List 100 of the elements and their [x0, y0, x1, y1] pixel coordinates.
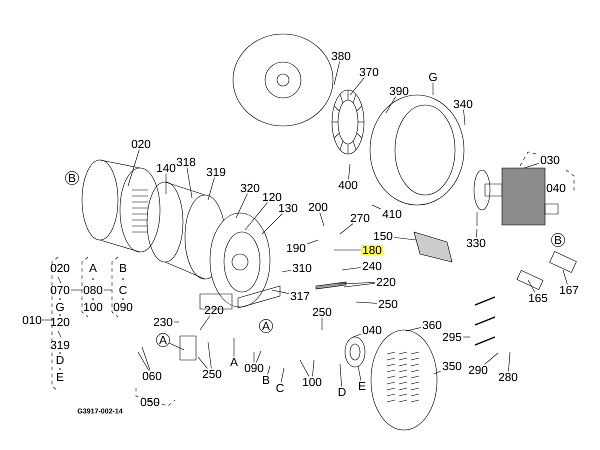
callout-number: 167	[560, 286, 578, 294]
callout-number: 250	[202, 370, 222, 378]
leader-line	[484, 352, 498, 365]
leader-line	[186, 167, 192, 198]
callout-number: B	[263, 376, 270, 384]
callout-number: A	[230, 358, 238, 366]
callout-number: 250	[378, 300, 398, 308]
circled-letter: B	[551, 233, 565, 247]
leader-line	[262, 213, 283, 234]
leader-line	[319, 212, 324, 226]
leader-line	[138, 352, 150, 371]
callout-number: 250	[312, 308, 332, 316]
leader-line	[256, 350, 262, 363]
callout-number: 130	[279, 204, 298, 212]
leader-line	[272, 290, 290, 294]
part-number: 319	[50, 340, 70, 350]
leader-line	[406, 327, 422, 332]
leader-line	[358, 366, 362, 381]
leader-line	[306, 240, 318, 244]
leader-line	[280, 368, 284, 383]
leader-line	[562, 270, 568, 285]
callout-number: 100	[303, 378, 322, 386]
part-number: 090	[114, 302, 132, 312]
part-number: G	[56, 302, 64, 312]
callout-number: 320	[240, 184, 260, 192]
callout-number: 340	[454, 100, 472, 108]
part-number: 100	[84, 302, 102, 312]
callout-number: 317	[290, 292, 310, 300]
leader-line	[168, 342, 184, 350]
leader-line	[434, 370, 442, 374]
leader-line	[528, 280, 536, 293]
callout-number: 220	[204, 306, 224, 314]
callout-number: 230	[154, 318, 172, 326]
callout-number: 150	[374, 232, 392, 240]
callout-number: 360	[422, 320, 442, 330]
leader-line	[128, 149, 140, 186]
callout-number: 400	[338, 180, 358, 190]
leader-line	[463, 109, 466, 126]
leader-line	[198, 356, 208, 369]
callout-number: 390	[390, 86, 408, 96]
part-number: 010	[22, 316, 42, 324]
part-number: D	[56, 356, 64, 364]
circled-letter: A	[156, 333, 170, 347]
leader-line	[282, 270, 292, 272]
callout-number: 410	[382, 210, 402, 218]
callout-number: E	[359, 382, 366, 390]
callout-number: 290	[468, 366, 488, 374]
leader-line	[352, 334, 362, 338]
leader-line	[340, 223, 354, 234]
callout-number: G	[429, 72, 437, 82]
leader-line	[300, 360, 310, 377]
callout-number: 030	[540, 156, 560, 164]
circled-letter: A	[259, 319, 273, 333]
callout-number: 180	[361, 244, 383, 256]
leader-line	[342, 267, 362, 270]
leader-line	[508, 352, 510, 372]
leader-line	[350, 77, 365, 96]
callout-number: 165	[529, 294, 548, 302]
part-number: B	[120, 264, 126, 272]
part-number: A	[89, 264, 97, 272]
leader-line	[312, 360, 314, 377]
callout-number: 200	[308, 202, 328, 212]
callout-number: 370	[360, 68, 378, 76]
callout-number: 280	[498, 372, 518, 382]
leader-line	[334, 61, 340, 86]
callout-number: C	[276, 384, 284, 392]
leader-line	[348, 164, 350, 180]
leader-line	[386, 96, 396, 114]
callout-number: 040	[362, 326, 382, 334]
circled-letter: B	[65, 171, 79, 185]
leader-line	[394, 237, 416, 240]
callout-number: 318	[176, 158, 196, 166]
callout-number: 240	[362, 262, 382, 270]
callout-number: 220	[376, 278, 396, 286]
callout-number: 020	[132, 140, 150, 148]
part-number: 020	[50, 264, 70, 272]
callout-number: 190	[287, 244, 306, 252]
callout-number: 330	[466, 238, 486, 248]
leader-line	[236, 193, 248, 218]
callout-number: 350	[442, 362, 462, 370]
part-number: 070	[50, 286, 70, 294]
leader-line	[208, 342, 212, 369]
leader-line	[340, 364, 342, 387]
callout-number: 050	[140, 398, 160, 406]
leader-line	[142, 346, 150, 371]
callout-number: 270	[350, 214, 370, 222]
leader-line	[244, 202, 268, 230]
callout-number: 120	[263, 192, 282, 202]
leader-line	[476, 228, 478, 238]
part-number: E	[57, 372, 64, 382]
leader-line	[432, 82, 434, 96]
leader-line	[267, 366, 270, 375]
callout-number: 295	[442, 332, 462, 342]
leader-line	[356, 302, 378, 304]
part-number: 120	[51, 318, 70, 326]
callout-number: 040	[546, 184, 566, 192]
callout-number: 140	[157, 164, 176, 172]
leader-line	[208, 177, 215, 200]
leader-line	[200, 315, 210, 330]
leader-line	[338, 282, 376, 284]
